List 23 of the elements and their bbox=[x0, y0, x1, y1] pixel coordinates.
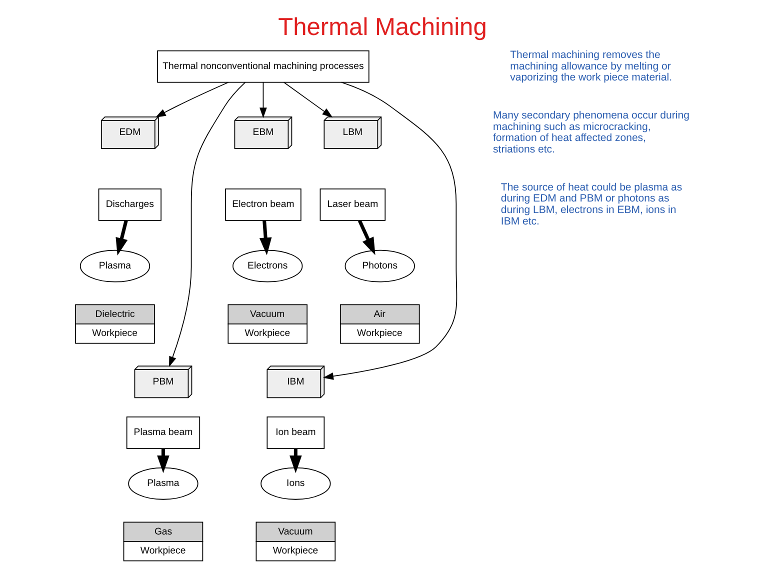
arrow bbox=[168, 82, 246, 368]
label: The source of heat could be plasma as during EDM and PBM or photons as during LBM, electrons in EBM, ions in IBM etc. bbox=[500, 181, 682, 228]
node-ellipse: Photons bbox=[344, 250, 414, 282]
arrow bbox=[259, 82, 266, 118]
arrow bbox=[322, 82, 457, 380]
arrow bbox=[283, 82, 332, 118]
node-box: Laser beam bbox=[319, 188, 386, 221]
arrow bbox=[258, 220, 272, 256]
node-ellipse: Electrons bbox=[232, 250, 302, 282]
arrow bbox=[115, 220, 128, 256]
label: Many secondary phenomena occur during machining such as microcracking, formation of heat affected zones, striations etc. bbox=[492, 109, 689, 156]
node-box: Electron beam bbox=[224, 188, 301, 221]
arrow bbox=[154, 82, 228, 118]
node-box: Plasma beam bbox=[126, 416, 200, 449]
diagram-title: Thermal Machining bbox=[278, 14, 486, 41]
node-box: Ion beam bbox=[266, 416, 324, 449]
label: Thermal machining removes the machining allowance by melting or vaporizing the work piece material. bbox=[510, 48, 672, 84]
node-ellipse: Ions bbox=[260, 467, 330, 500]
node-ellipse: Plasma bbox=[128, 467, 198, 500]
arrow bbox=[357, 220, 375, 256]
node-ellipse: Plasma bbox=[79, 250, 150, 282]
node-box: Discharges bbox=[98, 188, 161, 221]
node-box: Thermal nonconventional machining processes bbox=[156, 50, 369, 83]
